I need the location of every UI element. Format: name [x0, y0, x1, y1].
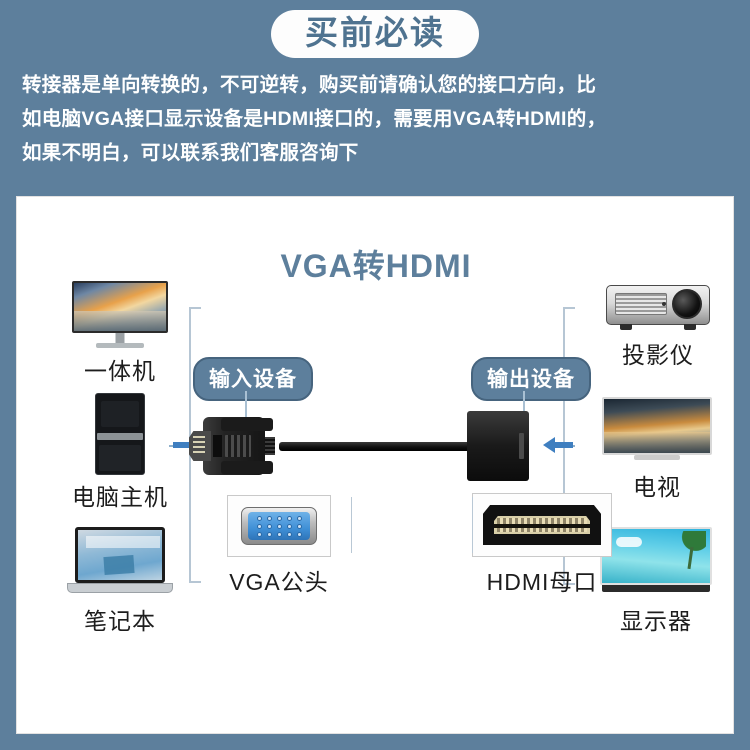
input-device-laptop: 笔记本: [47, 527, 193, 636]
output-callout-label: 输出设备: [487, 368, 575, 391]
vga-connector-detail: VGA公头: [199, 495, 359, 597]
projector-icon: [606, 281, 710, 333]
hdmi-connector-detail: HDMI母口: [447, 493, 637, 597]
hdmi-detail-leader: [472, 497, 473, 553]
adapter-vga-plug: [189, 417, 285, 475]
adapter-cable: [279, 442, 473, 451]
output-device-tv: 电视: [587, 397, 727, 502]
input-callout-label: 输入设备: [209, 368, 297, 391]
diagram-panel: VGA转HDMI 一体机 电脑主机 笔记本: [16, 196, 734, 734]
hdmi-connector-detail-label: HDMI母口: [486, 569, 598, 595]
output-callout-stem: [523, 391, 525, 417]
laptop-icon: [67, 527, 173, 599]
adapter-hdmi-housing: [467, 411, 529, 481]
notice-badge: 买前必读: [271, 10, 479, 58]
output-device-monitor-label: 显示器: [620, 608, 692, 634]
desktop-tower-icon: [95, 393, 145, 475]
output-device-tv-label: 电视: [633, 474, 681, 500]
vga-connector-detail-label: VGA公头: [229, 569, 329, 595]
vga-male-connector-icon: [227, 495, 331, 557]
output-device-projector: 投影仪: [593, 281, 723, 370]
notice-badge-label: 买前必读: [305, 14, 445, 51]
notice-line-2: 如电脑VGA接口显示设备是HDMI接口的，需要用VGA转HDMI的，: [22, 108, 607, 130]
hdmi-female-port-icon: [472, 493, 612, 557]
vga-to-hdmi-adapter-cable-icon: [189, 411, 529, 481]
output-device-projector-label: 投影仪: [622, 342, 694, 368]
input-device-laptop-label: 笔记本: [84, 608, 156, 634]
tv-icon: [602, 397, 712, 465]
output-callout-badge: 输出设备: [471, 357, 591, 401]
input-device-desktop-tower-label: 电脑主机: [72, 484, 168, 510]
input-callout-stem: [245, 391, 247, 417]
input-device-desktop-tower: 电脑主机: [55, 393, 185, 512]
notice-line-3: 如果不明白，可以联系我们客服咨询下: [22, 142, 359, 164]
input-callout-badge: 输入设备: [193, 357, 313, 401]
all-in-one-pc-icon: [72, 281, 168, 349]
notice-header: 买前必读 转接器是单向转换的，不可逆转，购买前请确认您的接口方向，比 如电脑VG…: [0, 0, 750, 192]
input-device-all-in-one-label: 一体机: [84, 358, 156, 384]
diagram-title: VGA转HDMI: [280, 248, 472, 284]
input-device-all-in-one: 一体机: [55, 281, 185, 386]
notice-text-block: 转接器是单向转换的，不可逆转，购买前请确认您的接口方向，比 如电脑VGA接口显示…: [22, 68, 734, 170]
notice-line-1: 转接器是单向转换的，不可逆转，购买前请确认您的接口方向，比: [22, 74, 597, 96]
vga-detail-leader: [351, 497, 352, 553]
